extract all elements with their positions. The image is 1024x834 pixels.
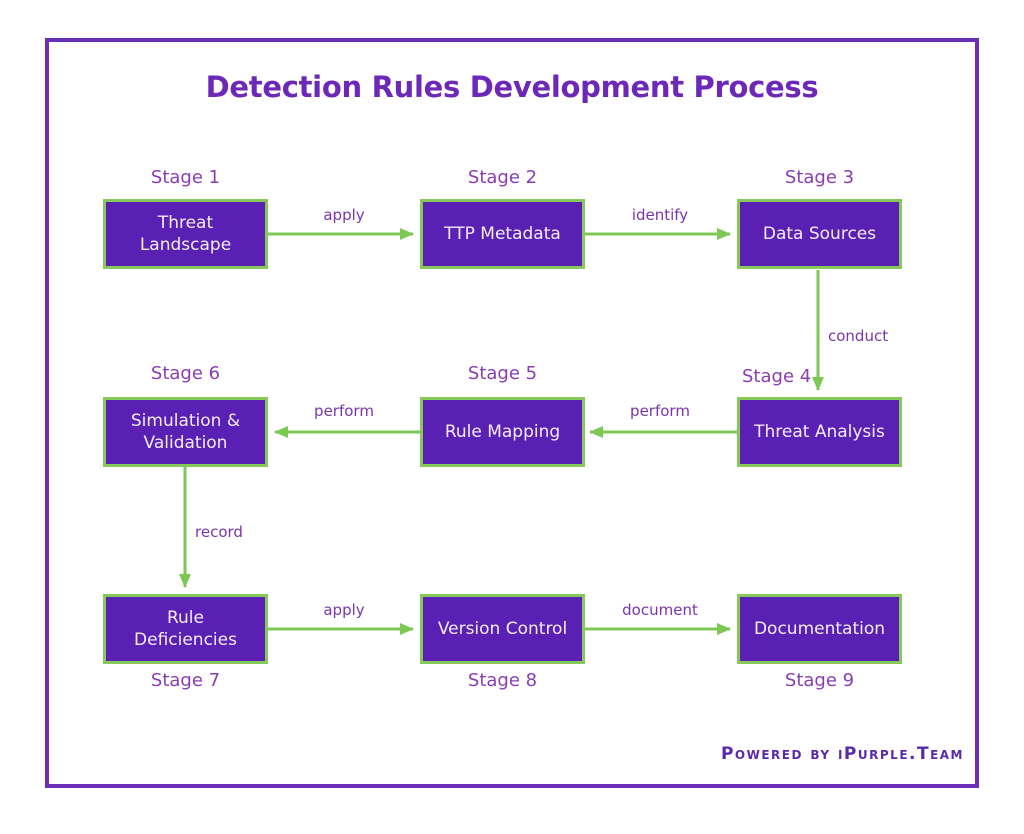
- stage-box-title: Threat Analysis: [754, 421, 885, 442]
- stage-label-6: Stage 6: [150, 363, 221, 384]
- arrow-label-perform-2: perform: [314, 402, 374, 420]
- powered-by-credit: Powered by iPurple.Team: [720, 744, 964, 764]
- arrow-label-perform-1: perform: [630, 402, 690, 420]
- stage-label-8: Stage 8: [467, 670, 538, 691]
- stage-box-title: TTP Metadata: [444, 223, 561, 244]
- page-title: Detection Rules Development Process: [205, 70, 819, 104]
- page-border-frame: [45, 38, 979, 788]
- stage-box-threat-landscape: Threat Landscape: [103, 199, 268, 269]
- stage-label-9: Stage 9: [784, 670, 855, 691]
- arrow-label-apply-1: apply: [323, 206, 365, 224]
- arrow-label-record: record: [195, 523, 243, 541]
- stage-box-data-sources: Data Sources: [737, 199, 902, 269]
- stage-box-title: Data Sources: [762, 223, 877, 244]
- stage-box-rule-deficiencies: Rule Deficiencies: [103, 594, 268, 664]
- stage-label-7: Stage 7: [150, 670, 221, 691]
- stage-label-5: Stage 5: [467, 363, 538, 384]
- stage-box-title: Documentation: [753, 618, 886, 639]
- stage-label-2: Stage 2: [467, 167, 538, 188]
- arrow-label-identify: identify: [631, 206, 689, 224]
- arrow-label-apply-2: apply: [323, 601, 365, 619]
- stage-box-title: Simulation & Validation: [130, 410, 241, 453]
- stage-label-4: Stage 4: [742, 366, 812, 387]
- stage-box-title: Version Control: [437, 618, 568, 639]
- stage-box-title: Threat Landscape: [139, 212, 232, 255]
- stage-box-version-control: Version Control: [420, 594, 585, 664]
- stage-box-rule-mapping: Rule Mapping: [420, 397, 585, 467]
- arrow-label-conduct: conduct: [828, 327, 889, 345]
- stage-box-documentation: Documentation: [737, 594, 902, 664]
- stage-box-title: Rule Deficiencies: [134, 607, 237, 650]
- stage-box-simulation-validation: Simulation & Validation: [103, 397, 268, 467]
- stage-box-ttp-metadata: TTP Metadata: [420, 199, 585, 269]
- stage-box-title: Rule Mapping: [444, 421, 561, 442]
- stage-label-1: Stage 1: [150, 167, 221, 188]
- arrow-label-document: document: [622, 601, 698, 619]
- stage-box-threat-analysis: Threat Analysis: [737, 397, 902, 467]
- stage-label-3: Stage 3: [784, 167, 855, 188]
